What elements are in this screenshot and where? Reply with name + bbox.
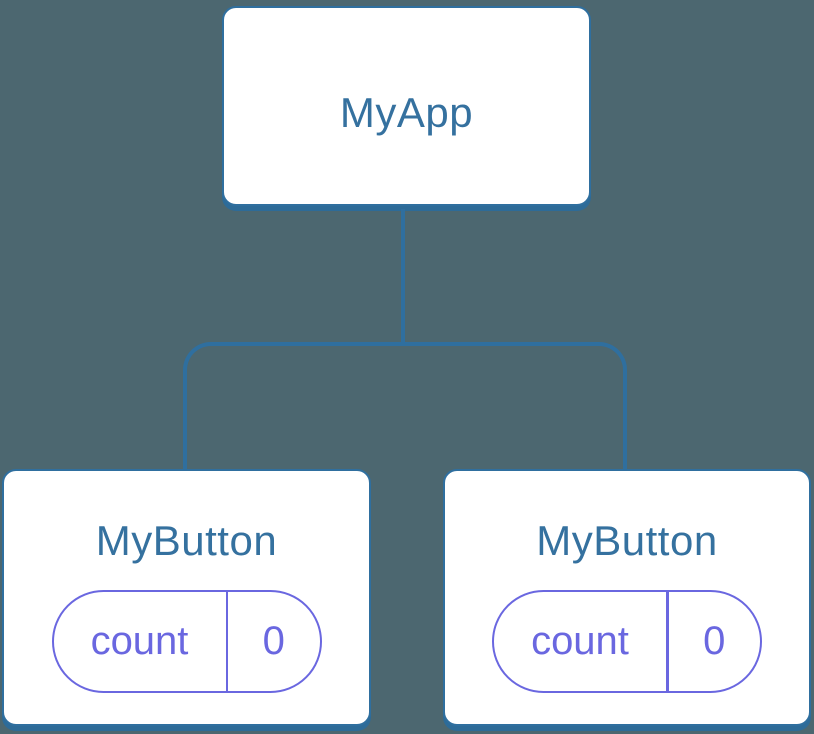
node-mybutton-1: MyButton count 0: [2, 469, 371, 726]
state-pill-divider: [666, 592, 669, 691]
node-myapp-label: MyApp: [339, 89, 474, 136]
connector-bracket: [183, 342, 627, 469]
node-mybutton-1-label: MyButton: [95, 517, 278, 564]
node-mybutton-2: MyButton count 0: [443, 469, 811, 726]
state-pill-divider: [225, 592, 228, 691]
state-value: 0: [262, 619, 285, 663]
state-pill: count 0: [492, 590, 762, 693]
node-myapp: MyApp: [222, 6, 591, 206]
state-value: 0: [703, 619, 726, 663]
connector-stem: [401, 209, 405, 346]
node-mybutton-2-label: MyButton: [536, 517, 718, 564]
state-pill: count 0: [51, 590, 322, 693]
state-name: count: [90, 619, 189, 663]
state-name: count: [531, 619, 629, 663]
